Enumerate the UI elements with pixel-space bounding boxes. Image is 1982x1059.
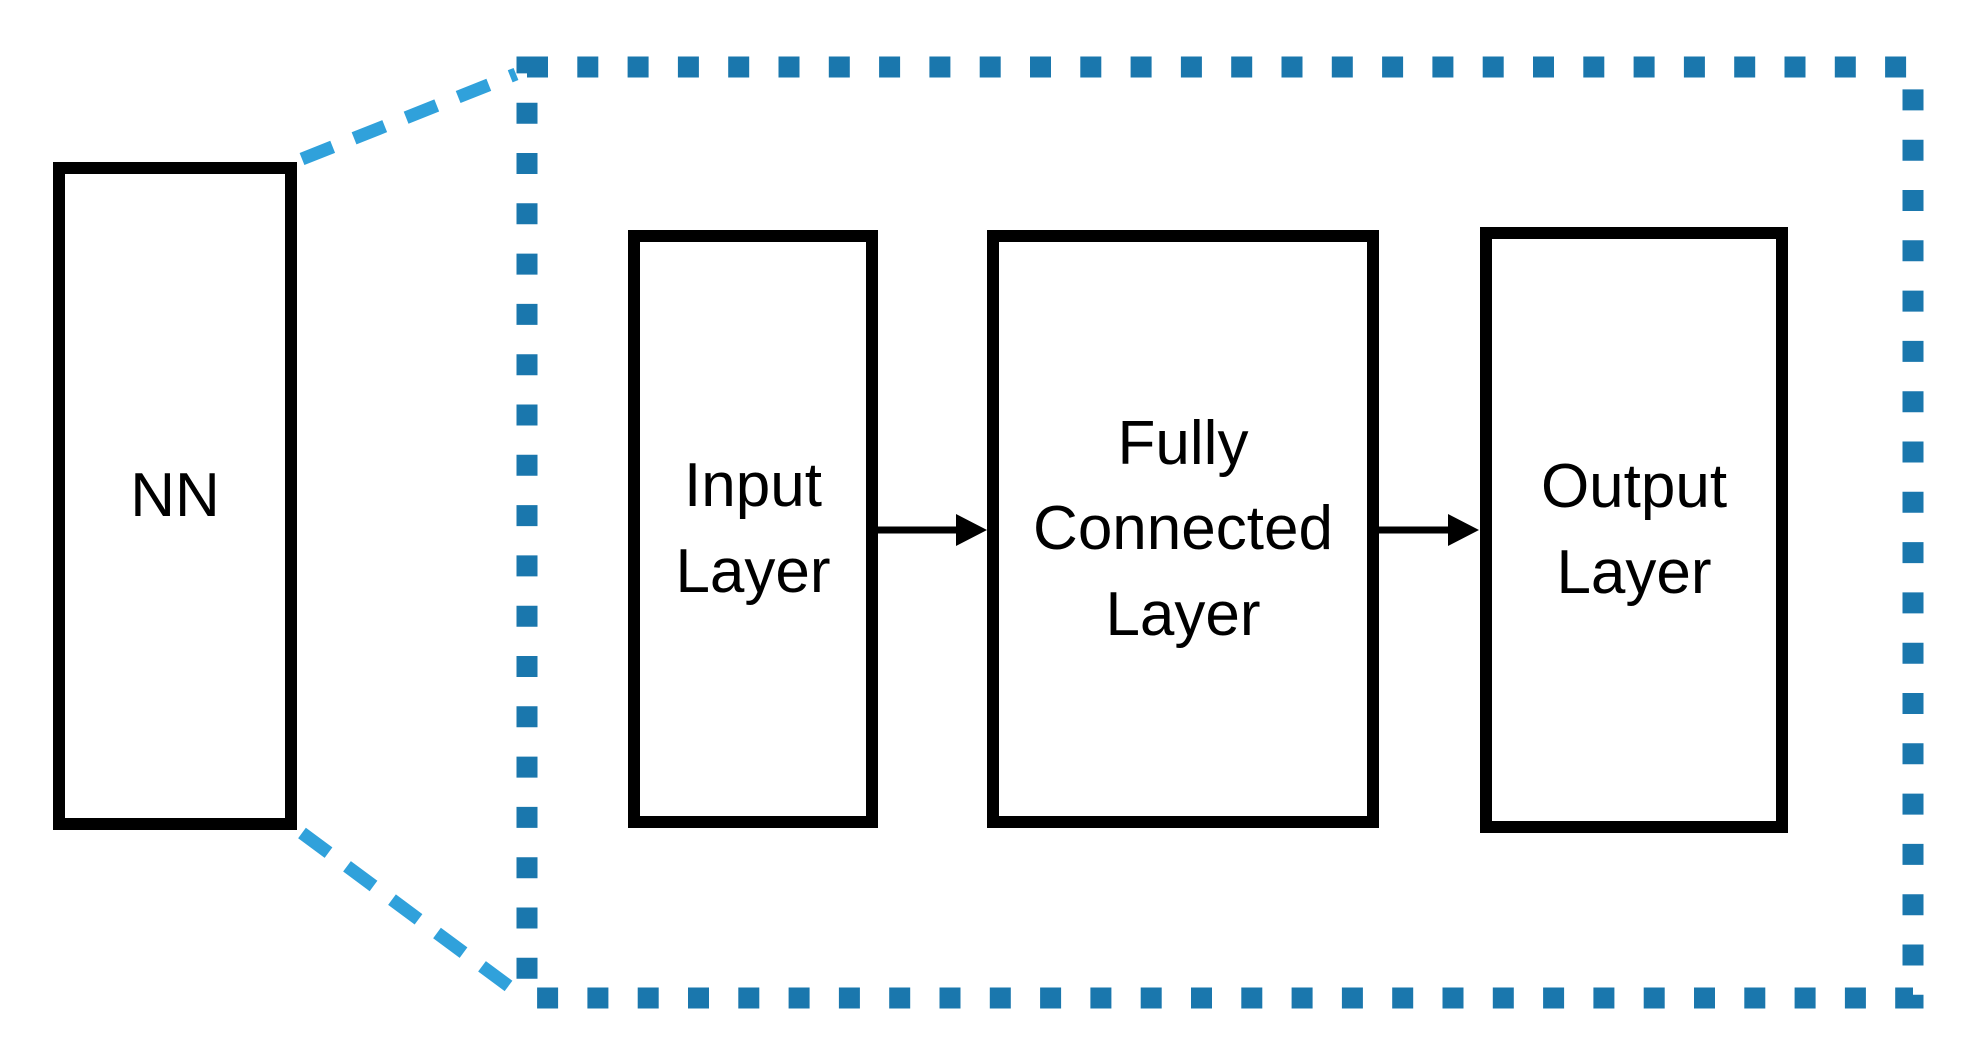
- arrow-input-to-fc-head: [956, 514, 987, 546]
- fully-connected-layer-label: Fully Connected Layer: [1033, 408, 1333, 649]
- input-layer-label: Input Layer: [675, 451, 831, 606]
- nn-box: NN: [53, 162, 297, 830]
- output-layer-box: Output Layer: [1480, 227, 1788, 833]
- zoom-connector-bottom-line: [298, 827, 518, 996]
- nn-box-label: NN: [130, 461, 220, 531]
- fully-connected-layer-box: Fully Connected Layer: [987, 230, 1379, 828]
- output-layer-label: Output Layer: [1540, 452, 1728, 607]
- input-layer-box: Input Layer: [628, 230, 878, 828]
- arrow-fc-to-output-head: [1448, 514, 1479, 546]
- zoom-connector-top-line: [299, 67, 519, 166]
